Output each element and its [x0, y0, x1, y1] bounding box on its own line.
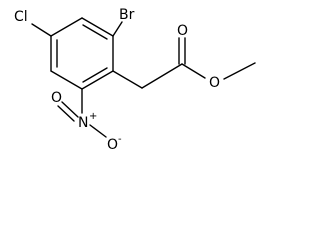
ring-bond-c1-c2: [81, 17, 114, 37]
bond-c3-ch2: [112, 70, 143, 89]
ring-bond-c4-c5: [50, 70, 83, 90]
benzene-ring: [50, 17, 114, 90]
bond-carbonyl-c-o-ester: [181, 63, 206, 79]
bond-n-o-top-2: [57, 105, 75, 122]
atom-label-cl: Cl: [14, 9, 28, 25]
bond-ch2-carbonyl-c: [141, 63, 183, 89]
atom-label-nitro-o-top: O: [51, 90, 62, 106]
ring-double-bond-c3-c4: [82, 67, 108, 83]
atom-label-nitro-o-bottom: O: [107, 137, 118, 153]
bond-n-o-bottom: [89, 124, 107, 138]
bond-n-o-top-1: [61, 101, 79, 118]
ring-double-bond-c1-c2: [82, 24, 108, 40]
atom-label-ester-o: O: [209, 75, 220, 91]
atom-label-carbonyl-o: O: [177, 23, 188, 39]
atom-label-br: Br: [119, 7, 135, 23]
ring-bond-c6-c1: [50, 17, 83, 37]
bond-o-methyl: [223, 62, 256, 80]
bond-c6-cl: [31, 23, 52, 37]
molecule-structure: Br Cl O O N + O O -: [14, 7, 256, 153]
bond-c2-br: [112, 21, 123, 37]
structure-canvas: Br Cl O O N + O O -: [14, 7, 256, 153]
atom-label-nitro-n: N: [78, 115, 88, 131]
charge-label-nitro-o: -: [118, 134, 122, 145]
ring-bond-c3-c4: [81, 70, 114, 90]
charge-label-nitro-n: +: [89, 111, 97, 122]
